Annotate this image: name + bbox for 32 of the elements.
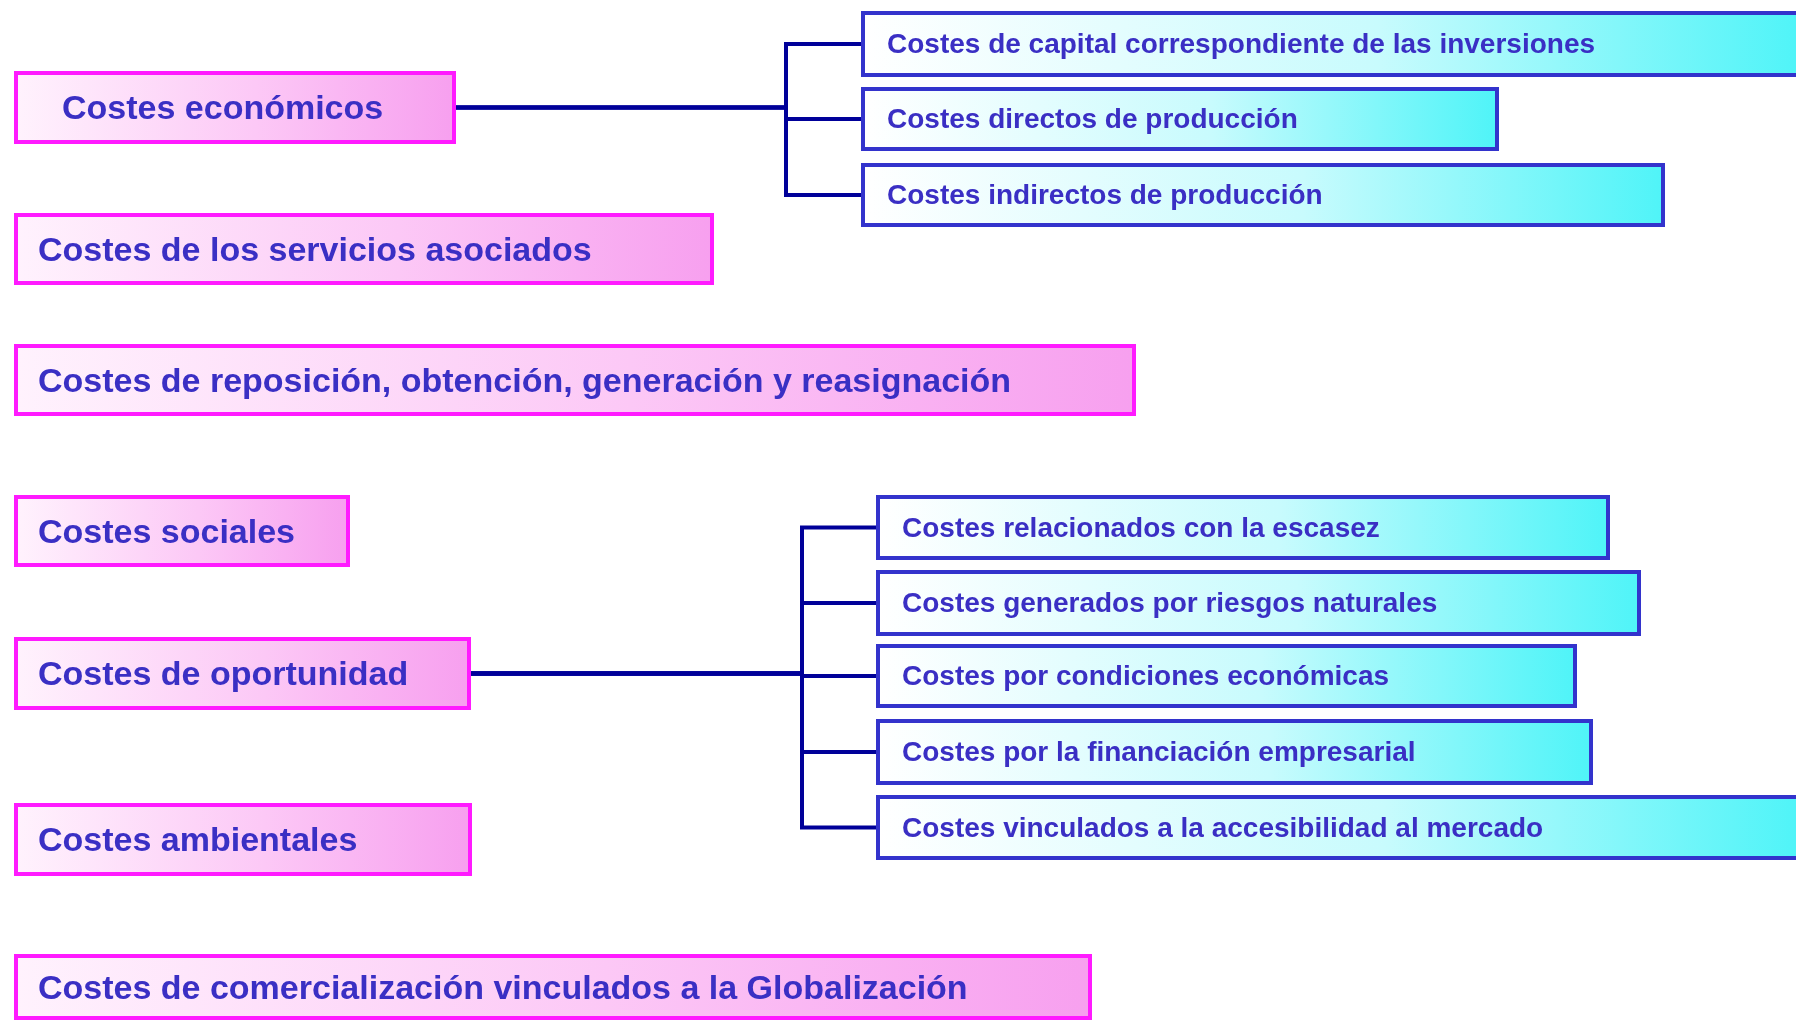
box-label: Costes por la financiación empresarial [902, 736, 1416, 768]
box-label: Costes económicos [62, 88, 384, 127]
cost-category-box [14, 495, 350, 567]
sub-cost-box [861, 87, 1499, 151]
sub-cost-box [861, 11, 1796, 77]
connector-line [456, 105, 861, 197]
box-label: Costes directos de producción [887, 103, 1298, 135]
sub-cost-box [876, 570, 1641, 636]
box-label: Costes de los servicios asociados [38, 229, 592, 269]
cost-category-box [14, 213, 714, 285]
box-label: Costes generados por riesgos naturales [902, 587, 1438, 619]
box-label: Costes relacionados con la escasez [902, 511, 1380, 544]
cost-category-box [14, 637, 471, 710]
sub-cost-box [876, 795, 1796, 860]
box-label: Costes por condiciones económicas [902, 660, 1390, 692]
cost-category-box [14, 71, 456, 144]
box-label: Costes ambientales [38, 820, 358, 859]
cost-category-box [14, 954, 1092, 1020]
box-label: Costes de oportunidad [38, 654, 409, 693]
sub-cost-box [861, 163, 1665, 227]
box-label: Costes vinculados a la accesibilidad al mercado [902, 811, 1544, 844]
box-label: Costes de comercialización vinculados a la Globalización [38, 967, 968, 1007]
box-label: Costes sociales [38, 511, 296, 551]
sub-cost-box [876, 644, 1577, 708]
cost-category-box [14, 344, 1136, 416]
box-label: Costes indirectos de producción [887, 179, 1323, 211]
sub-cost-box [876, 719, 1593, 785]
sub-cost-box [876, 495, 1610, 560]
box-label: Costes de capital correspondiente de las inversiones [887, 28, 1596, 60]
cost-category-box [14, 803, 472, 876]
box-label: Costes de reposición, obtención, generación y reasignación [38, 360, 1012, 400]
connector-line [471, 671, 876, 830]
